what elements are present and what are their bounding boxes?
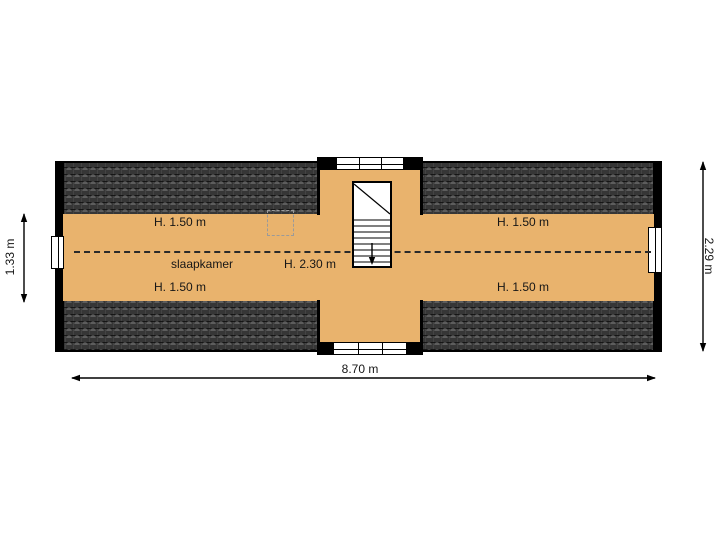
height-label-center: H. 2.30 m (283, 257, 337, 271)
dormer-stub-bottom-left (317, 342, 334, 355)
dormer-wall-top-right (420, 163, 423, 215)
dormer-stub-top-left (317, 157, 337, 170)
right-window (648, 227, 662, 273)
height-label-top-right: H. 1.50 m (496, 215, 550, 229)
room-label: slaapkamer (170, 257, 234, 271)
top-window (336, 157, 404, 170)
dormer-wall-bottom-right (420, 300, 423, 352)
stairs-symbol (352, 181, 392, 268)
height-label-bottom-right: H. 1.50 m (496, 280, 550, 294)
dashed-detail-outline (267, 210, 294, 236)
dormer-stub-bottom-right (406, 342, 423, 355)
bottom-dimension-arrow (71, 374, 656, 382)
left-dimension-arrow (20, 213, 28, 303)
dormer-stub-top-right (403, 157, 423, 170)
height-label-bottom-left: H. 1.50 m (153, 280, 207, 294)
dormer-wall-bottom-left (317, 300, 320, 352)
right-dimension-label: 2.29 m (702, 237, 716, 275)
height-label-top-left: H. 1.50 m (153, 215, 207, 229)
right-dimension-arrow (699, 161, 707, 352)
dormer-wall-top-left (317, 163, 320, 215)
bottom-window (333, 342, 407, 355)
bottom-dimension-label: 8.70 m (341, 362, 379, 376)
left-window (51, 236, 64, 269)
left-dimension-label: 1.33 m (3, 238, 17, 276)
